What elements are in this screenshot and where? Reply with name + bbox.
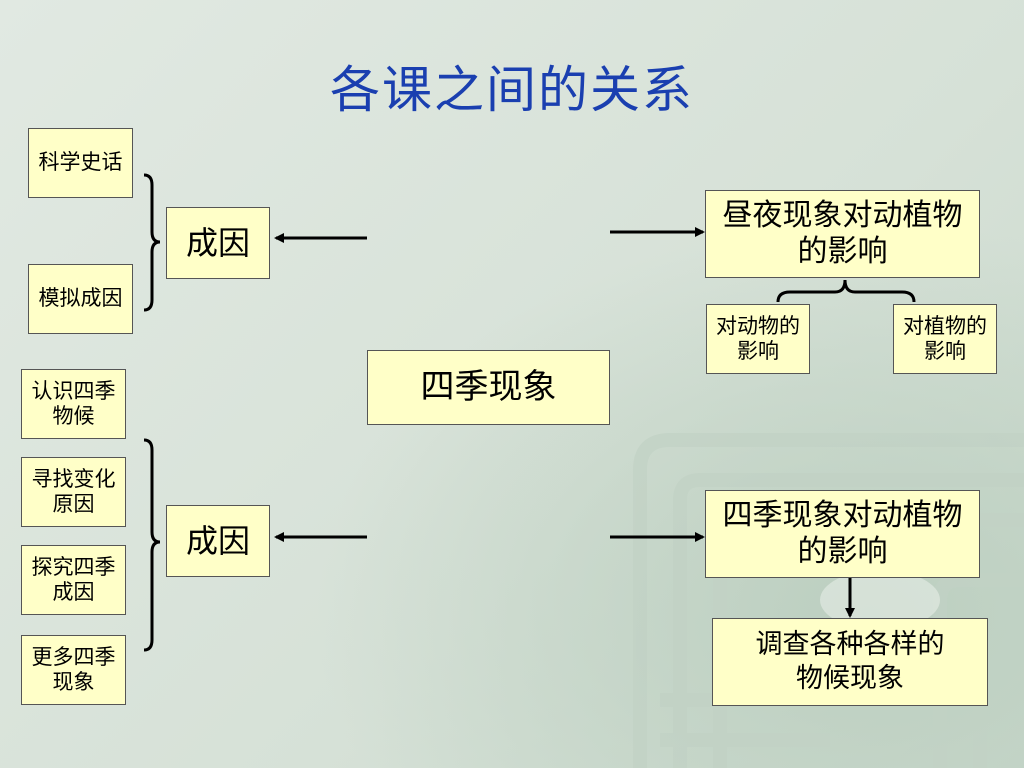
- box-effect-on-animals: 对动物的影响: [706, 304, 810, 374]
- brace-top: [143, 173, 161, 312]
- box-cause-bottom: 成因: [166, 505, 270, 577]
- box-cause-top: 成因: [166, 207, 270, 279]
- box-survey-phenology: 调查各种各样的物候现象: [712, 618, 988, 706]
- box-more-season-phenomena: 更多四季现象: [21, 635, 126, 705]
- box-simulate-cause: 模拟成因: [28, 264, 133, 334]
- seasons-effect-text: 四季现象对动植物的影响: [722, 498, 963, 569]
- box-effect-on-plants: 对植物的影响: [893, 304, 997, 374]
- survey-phenology-text: 调查各种各样的物候现象: [755, 629, 945, 694]
- brace-bottom: [143, 438, 161, 652]
- box-science-history: 科学史话: [28, 128, 133, 198]
- brace-right-top: [776, 279, 916, 303]
- box-daynight-effect: 昼夜现象对动植物的影响: [705, 190, 980, 278]
- box-seasons-effect: 四季现象对动植物的影响: [705, 490, 980, 578]
- box-seasonal-phenology: 认识四季物候: [21, 369, 126, 439]
- box-explore-season-cause: 探究四季成因: [21, 545, 126, 615]
- box-find-change-reason: 寻找变化原因: [21, 457, 126, 527]
- box-center-seasons: 四季现象: [367, 350, 610, 425]
- daynight-effect-text: 昼夜现象对动植物的影响: [722, 198, 963, 269]
- slide-title: 各课之间的关系: [330, 61, 694, 119]
